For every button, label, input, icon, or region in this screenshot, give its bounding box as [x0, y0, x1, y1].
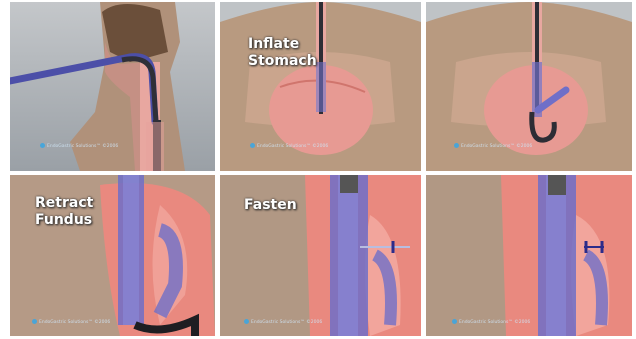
logo-dot-icon: [454, 143, 459, 148]
caption-retract-fundus: Retract Fundus: [35, 195, 93, 229]
panel-fastened: EndoGastric Solutions™ ©2006: [426, 175, 632, 336]
caption-fasten: Fasten: [244, 197, 297, 214]
logo-dot-icon: [40, 143, 45, 148]
panel-fasten: Fasten EndoGastric Solutions™ ©2006: [220, 175, 421, 336]
logo-dot-icon: [452, 319, 457, 324]
logo-dot-icon: [244, 319, 249, 324]
watermark: EndoGastric Solutions™ ©2006: [40, 143, 118, 149]
panel-endoscope-insertion: EndoGastric Solutions™ ©2006: [10, 2, 215, 171]
watermark: EndoGastric Solutions™ ©2006: [244, 319, 322, 325]
caption-inflate-stomach: Inflate Stomach: [248, 36, 317, 70]
watermark: EndoGastric Solutions™ ©2006: [250, 143, 328, 149]
watermark: EndoGastric Solutions™ ©2006: [454, 143, 532, 149]
procedure-image-grid: EndoGastric Solutions™ ©2006 Inflate Sto…: [10, 2, 632, 336]
panel-inflate-stomach: Inflate Stomach EndoGastric Solutions™ ©…: [220, 2, 421, 171]
panel-device-in-stomach: EndoGastric Solutions™ ©2006: [426, 2, 632, 171]
panel-retract-fundus: Retract Fundus EndoGastric Solutions™ ©2…: [10, 175, 215, 336]
logo-dot-icon: [32, 319, 37, 324]
watermark: EndoGastric Solutions™ ©2006: [32, 319, 110, 325]
watermark: EndoGastric Solutions™ ©2006: [452, 319, 530, 325]
logo-dot-icon: [250, 143, 255, 148]
fastened-illustration: [426, 175, 632, 336]
